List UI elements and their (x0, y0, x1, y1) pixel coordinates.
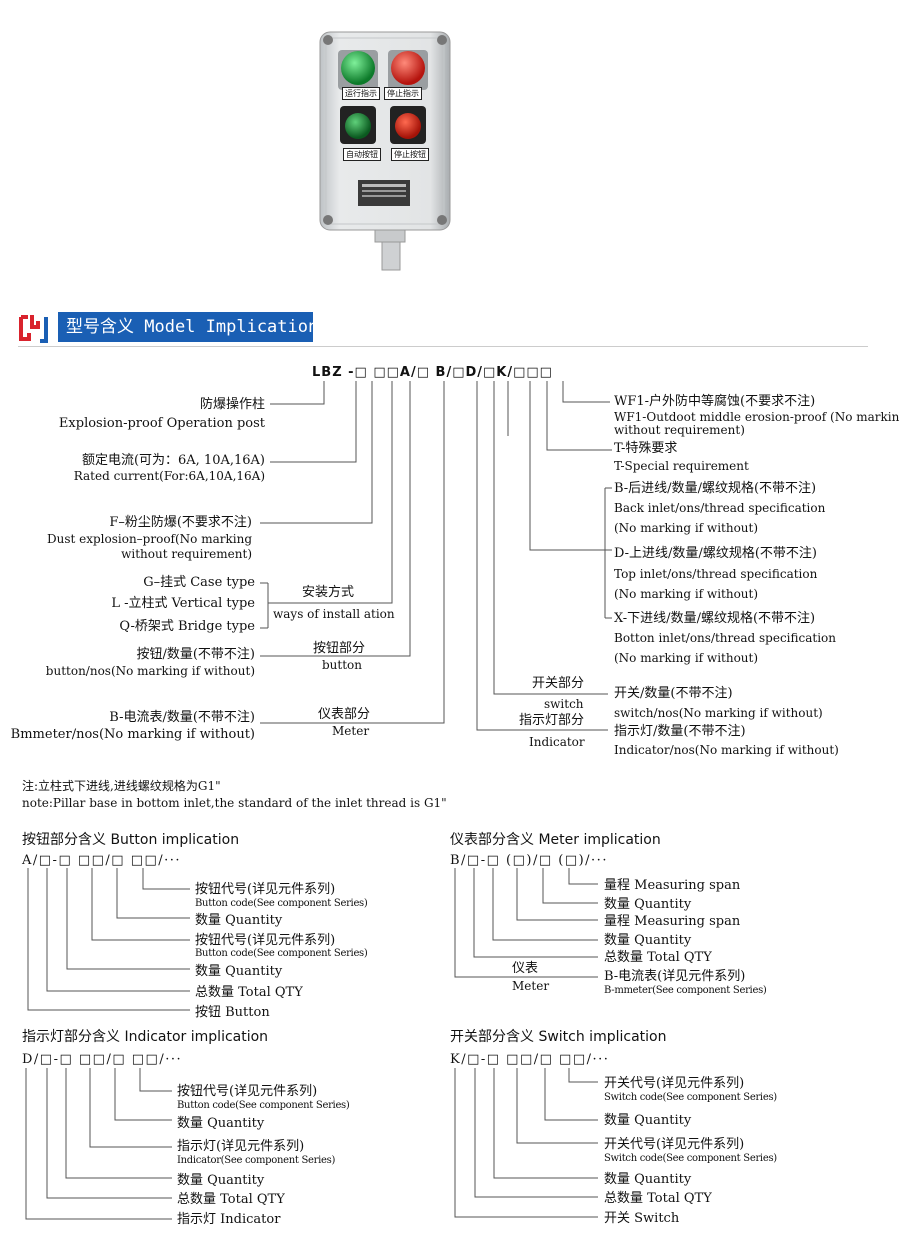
label-install-en: ways of install ation (273, 607, 395, 621)
label-indicator-cn: 指示灯/数量(不带不注) (614, 724, 746, 739)
switch-item-5: 总数量 Total QTY (604, 1191, 712, 1206)
label-back-inlet-en2: (No marking if without) (614, 521, 759, 535)
label-ammeter-en: Bmmeter/nos(No marking if without) (10, 727, 255, 742)
label-wf1-en2: without requirement) (614, 423, 745, 437)
label-top-inlet-cn: D-上进线/数量/螺纹规格(不带不注) (614, 546, 817, 561)
button-item-6: 按钮 Button (195, 1005, 270, 1020)
switch-item-3-en: Switch code(See component Series) (604, 1153, 777, 1164)
label-indicator-part-en: Indicator (529, 735, 585, 749)
run-indicator-plate: 运行指示 (342, 87, 380, 100)
button-item-3-en: Button code(See component Series) (195, 948, 368, 959)
section-title-bar (58, 312, 313, 342)
switch-item-1-cn: 开关代号(详见元件系列) (604, 1076, 745, 1091)
meter-item-6-cn: B-电流表(详见元件系列) (604, 969, 746, 984)
label-button-en: button/nos(No marking if without) (45, 664, 255, 678)
indicator-item-5: 总数量 Total QTY (177, 1192, 285, 1207)
label-vertical-type: L -立柱式 Vertical type (111, 596, 255, 611)
button-section-code: A/□-□ □□/□ □□/··· (22, 853, 182, 868)
label-bottom-inlet-en2: (No marking if without) (614, 651, 759, 665)
label-l3-en2: without requirement) (121, 547, 252, 561)
meter-item-2: 数量 Quantity (604, 897, 692, 912)
label-l1-cn: 防爆操作柱 (199, 397, 265, 412)
stop-indicator-plate: 停止指示 (384, 87, 422, 100)
button-item-1-en: Button code(See component Series) (195, 898, 368, 909)
label-l1-en: Explosion-proof Operation post (58, 416, 265, 431)
label-bridge-type: Q-桥架式 Bridge type (119, 619, 255, 634)
label-l2-cn: 额定电流(可为：6A, 10A,16A) (81, 453, 265, 468)
indicator-item-4: 数量 Quantity (177, 1173, 265, 1188)
switch-item-3-cn: 开关代号(详见元件系列) (604, 1137, 745, 1152)
auto-button-plate: 自动按钮 (343, 148, 381, 161)
button-item-4: 数量 Quantity (195, 964, 283, 979)
meter-section-title: 仪表部分含义 Meter implication (450, 832, 661, 848)
meter-item-4: 数量 Quantity (604, 933, 692, 948)
button-section-title: 按钮部分含义 Button implication (22, 832, 240, 848)
label-indicator-part-cn: 指示灯部分 (519, 713, 585, 728)
switch-item-2: 数量 Quantity (604, 1113, 692, 1128)
label-l2-en: Rated current(For:6A,10A,16A) (73, 469, 265, 483)
switch-item-6: 开关 Switch (604, 1211, 680, 1226)
divider (18, 346, 868, 347)
indicator-item-2: 数量 Quantity (177, 1116, 265, 1131)
meter-item-3: 量程 Measuring span (604, 914, 741, 929)
label-switch-part-en: switch (544, 697, 584, 711)
meter-item-1: 量程 Measuring span (604, 878, 741, 893)
label-l3-en1: Dust explosion–proof(No marking (46, 532, 252, 546)
label-special-cn: T-特殊要求 (614, 441, 678, 456)
note-cn: 注:立柱式下进线,进线螺纹规格为G1" (22, 779, 221, 793)
label-wf1-en1: WF1-Outdoot middle erosion-proof (No mar… (614, 410, 900, 424)
indicator-item-3-cn: 指示灯(详见元件系列) (177, 1139, 305, 1154)
label-meter-part-en: Meter (332, 724, 370, 738)
label-install-cn: 安装方式 (302, 585, 355, 600)
switch-item-4: 数量 Quantity (604, 1172, 692, 1187)
label-bottom-inlet-en1: Botton inlet/ons/thread specification (614, 631, 837, 645)
label-switch-en: switch/nos(No marking if without) (614, 706, 823, 720)
label-back-inlet-cn: B-后进线/数量/螺纹规格(不带不注) (614, 481, 817, 496)
indicator-item-1-en: Button code(See component Series) (177, 1100, 350, 1111)
label-top-inlet-en1: Top inlet/ons/thread specification (614, 567, 818, 581)
label-button-cn: 按钮/数量(不带不注) (136, 647, 255, 662)
model-code: LBZ -□ □□A/□ B/□D/□K/□□□ (312, 365, 553, 380)
label-case-type: G–挂式 Case type (143, 575, 255, 590)
label-ammeter-cn: B-电流表/数量(不带不注) (109, 710, 255, 725)
meter-item-6-en: B-mmeter(See component Series) (604, 985, 767, 996)
note-en: note:Pillar base in bottom inlet,the sta… (22, 796, 447, 810)
button-item-1-cn: 按钮代号(详见元件系列) (195, 882, 336, 897)
stop-button-plate: 停止按钮 (391, 148, 429, 161)
meter-side-cn: 仪表 (512, 961, 539, 976)
indicator-item-6: 指示灯 Indicator (177, 1212, 281, 1227)
meter-section-code: B/□-□ (□)/□ (□)/··· (450, 853, 608, 868)
indicator-item-3-en: Indicator(See component Series) (177, 1155, 336, 1166)
label-button-part-en: button (322, 658, 363, 672)
indicator-section-title: 指示灯部分含义 Indicator implication (22, 1029, 269, 1045)
label-back-inlet-en1: Back inlet/ons/thread specification (614, 501, 826, 515)
meter-item-5: 总数量 Total QTY (604, 950, 712, 965)
logo-icon (19, 315, 48, 343)
switch-section-title: 开关部分含义 Switch implication (450, 1029, 667, 1045)
section-title: 型号含义 Model Implication (66, 317, 319, 337)
button-item-2: 数量 Quantity (195, 913, 283, 928)
label-bottom-inlet-cn: X-下进线/数量/螺纹规格(不带不注) (614, 611, 816, 626)
label-switch-cn: 开关/数量(不带不注) (614, 686, 733, 701)
meter-side-en: Meter (512, 979, 550, 993)
label-l3-cn: F–粉尘防爆(不要求不注) (109, 515, 252, 530)
label-switch-part-cn: 开关部分 (532, 676, 585, 691)
switch-section-code: K/□-□ □□/□ □□/··· (450, 1052, 610, 1067)
indicator-item-1-cn: 按钮代号(详见元件系列) (177, 1084, 318, 1099)
button-item-5: 总数量 Total QTY (195, 985, 303, 1000)
label-wf1-cn: WF1-户外防中等腐蚀(不要求不注) (614, 394, 816, 409)
product-image (319, 31, 451, 271)
switch-item-1-en: Switch code(See component Series) (604, 1092, 777, 1103)
label-top-inlet-en2: (No marking if without) (614, 587, 759, 601)
label-button-part-cn: 按钮部分 (313, 641, 366, 656)
label-indicator-en: Indicator/nos(No marking if without) (614, 743, 839, 757)
button-item-3-cn: 按钮代号(详见元件系列) (195, 933, 336, 948)
label-special-en: T-Special requirement (614, 459, 749, 473)
indicator-section-code: D/□-□ □□/□ □□/··· (22, 1052, 183, 1067)
label-meter-part-cn: 仪表部分 (318, 707, 371, 722)
